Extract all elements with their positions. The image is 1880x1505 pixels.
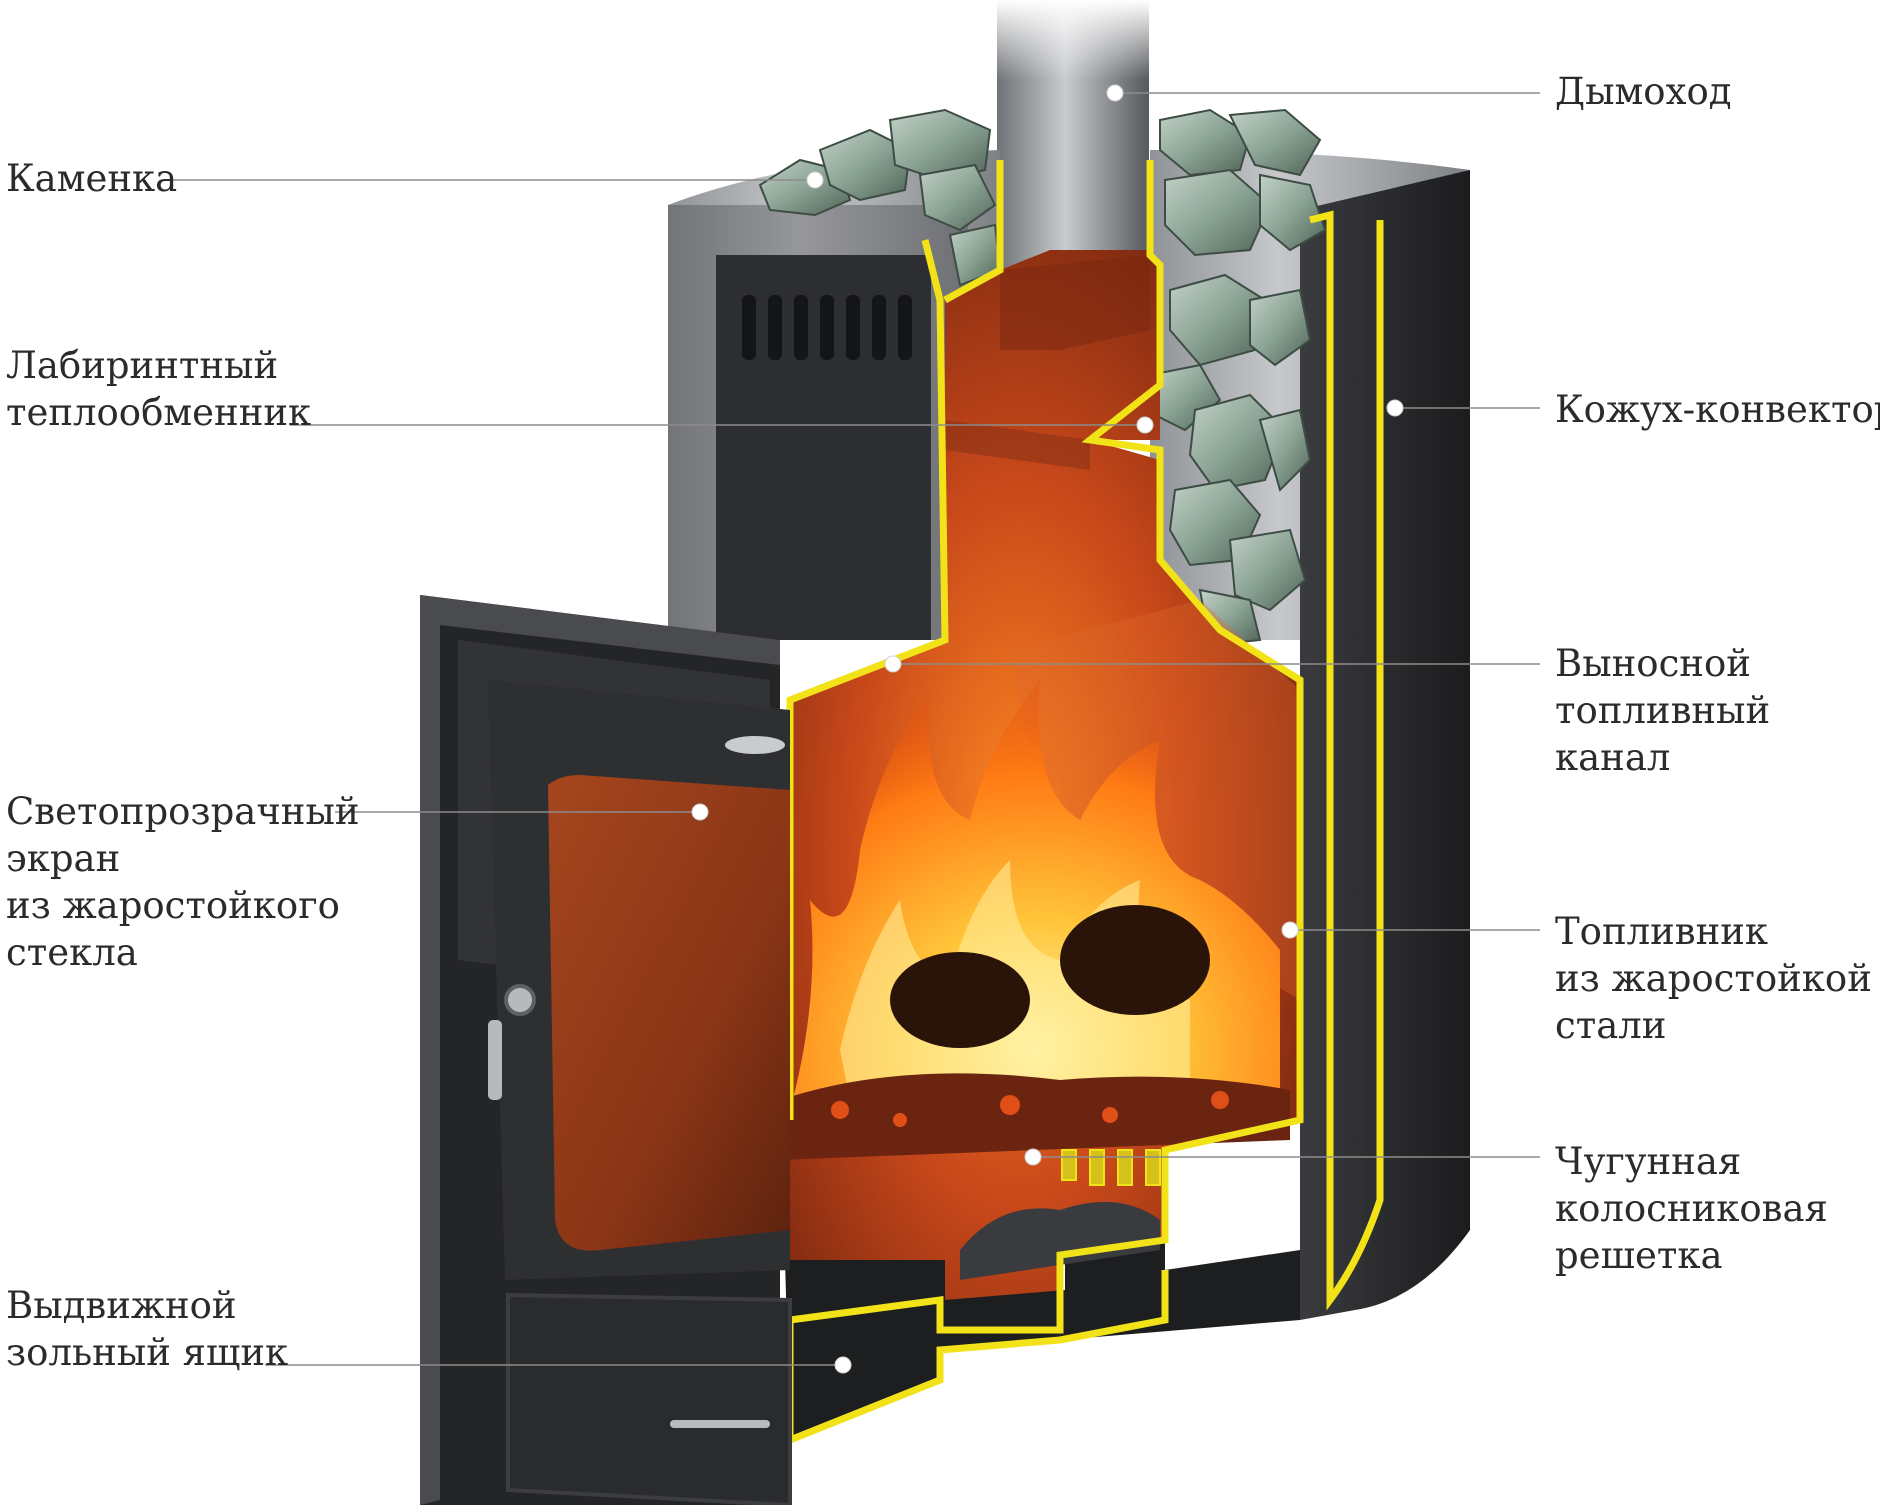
- ash-drawer: [506, 1292, 792, 1505]
- label-firebox: Топливник из жаростойкой стали: [1555, 910, 1872, 1047]
- leader-dots: [691, 84, 1404, 1374]
- label-glass-screen: Светопрозрачный экран из жаростойкого ст…: [6, 790, 360, 974]
- convector-casing: [1300, 170, 1470, 1320]
- chimney-pipe: [997, 0, 1149, 270]
- door-handle-bar: [488, 1020, 502, 1100]
- sauna-stones: [758, 108, 1327, 647]
- door-handle-knob: [504, 984, 536, 1016]
- glass-screen: [548, 775, 790, 1251]
- label-grate: Чугунная колосниковая решетка: [1555, 1140, 1828, 1277]
- ash-pile: [960, 1202, 1160, 1280]
- door: [488, 680, 790, 1280]
- label-convector-casing: Кожух-конвектор: [1555, 388, 1880, 431]
- leader-lines: [170, 92, 1540, 1366]
- ash-drawer-handle: [670, 1420, 770, 1428]
- label-stone-chamber: Каменка: [6, 157, 178, 200]
- label-heat-exchanger: Лабиринтный теплообменник: [6, 344, 312, 434]
- cutaway-outline: [786, 160, 1384, 1444]
- vent-slots: [742, 295, 912, 360]
- label-chimney: Дымоход: [1555, 70, 1732, 113]
- label-fuel-channel: Выносной топливный канал: [1555, 642, 1771, 779]
- label-ash-drawer: Выдвижной зольный ящик: [6, 1284, 289, 1374]
- brand-plate: [725, 736, 785, 754]
- fire-flames: [780, 680, 1290, 1160]
